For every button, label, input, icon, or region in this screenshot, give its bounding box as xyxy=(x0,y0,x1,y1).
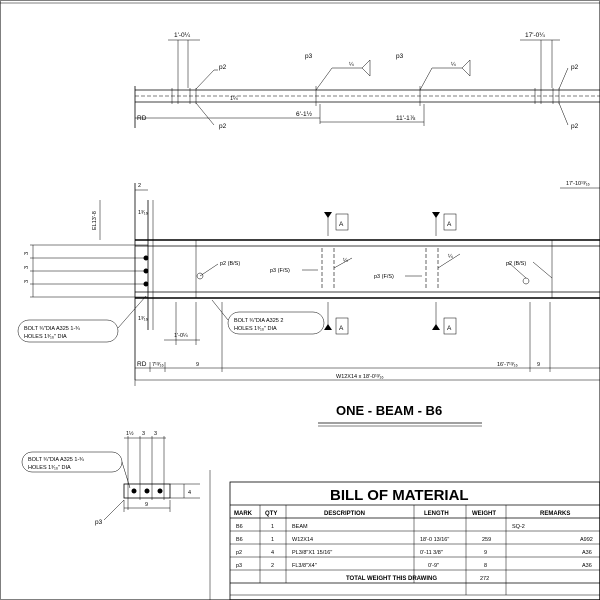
table-row: B6 1 BEAM SQ-2 xyxy=(236,524,525,530)
svg-text:A: A xyxy=(447,221,452,228)
svg-text:A36: A36 xyxy=(582,550,592,556)
svg-text:BEAM: BEAM xyxy=(292,524,308,530)
dim-1-0-4: 1'-0¼ xyxy=(174,333,188,339)
top-dim-vert: 1¼ xyxy=(230,96,238,102)
dim-7-13: 7¹³⁄₁₆ xyxy=(152,362,164,368)
svg-text:A: A xyxy=(447,325,452,332)
detail-dim-2: 3 xyxy=(142,431,145,437)
detail-bolt-line2: HOLES 1³⁄₁₆" DIA xyxy=(28,465,71,471)
detail-dim-1: 1½ xyxy=(126,430,134,437)
top-p3-a: p3 xyxy=(305,53,313,60)
svg-text:W12X14: W12X14 xyxy=(292,537,313,543)
svg-text:A992: A992 xyxy=(580,537,593,543)
plate-p3 xyxy=(123,483,171,499)
svg-text:1: 1 xyxy=(271,524,274,530)
left-dim-2: 3 xyxy=(24,266,30,269)
overall-length: W12X14 x 18'-0¹³⁄₁₆ xyxy=(336,374,384,380)
left-dim-3: 3 xyxy=(24,280,30,283)
svg-text:SQ-2: SQ-2 xyxy=(512,524,525,530)
bom-header-remarks: REMARKS xyxy=(540,511,570,517)
dim-1-3-16-top: 1³⁄₁₆ xyxy=(138,210,148,216)
table-row: B6 1 W12X14 18'-0 13/16" 259 A992 xyxy=(236,537,593,543)
elevation-mark: EL13'-8 xyxy=(92,211,98,230)
rd-label: RD xyxy=(137,361,147,368)
p3-fs-left: p3 (F/S) xyxy=(270,268,290,274)
top-weld-b: ¼ xyxy=(451,62,456,68)
top-dim-right: 17'-0¼ xyxy=(525,32,545,39)
top-rd: RD xyxy=(137,115,147,122)
bolt-callout-left: BOLT ¾"DIA A325 1-¾ HOLES 1³⁄₁₆" DIA xyxy=(17,295,147,343)
top-p2-bottom-right: p2 xyxy=(571,123,579,130)
p2-bs-right: p2 (B/S) xyxy=(506,261,526,267)
svg-text:1: 1 xyxy=(271,537,274,543)
svg-text:A: A xyxy=(339,325,344,332)
bom-total-label: TOTAL WEIGHT THIS DRAWING xyxy=(346,576,437,582)
drawing-title: ONE - BEAM - B6 xyxy=(336,403,442,418)
dim-16-7: 16'-7¹³⁄₁₆ xyxy=(497,362,518,368)
svg-text:PL3/8"X1 15/16": PL3/8"X1 15/16" xyxy=(292,550,332,556)
top-p2-top-right: p2 xyxy=(571,64,579,71)
svg-text:p2: p2 xyxy=(236,550,242,556)
svg-text:4: 4 xyxy=(271,550,274,556)
detail-p3: p3 xyxy=(95,519,103,526)
section-marker-a: A xyxy=(432,302,457,335)
p2-bs-left: p2 (B/S) xyxy=(220,261,240,267)
bolt-callout-mid: BOLT ¾"DIA A325 2 HOLES 1³⁄₁₆" DIA xyxy=(211,299,325,335)
dim-top-right: 17'-10¹³⁄₁₆ xyxy=(566,181,590,187)
svg-text:0'-9": 0'-9" xyxy=(428,563,439,569)
section-marker-a: A xyxy=(324,212,349,236)
bom-header-qty: QTY xyxy=(265,511,277,517)
svg-text:BOLT ¾"DIA A325 2: BOLT ¾"DIA A325 2 xyxy=(234,318,283,324)
svg-text:p3: p3 xyxy=(236,563,242,569)
svg-text:BOLT ¾"DIA A325 1-¾: BOLT ¾"DIA A325 1-¾ xyxy=(24,326,80,332)
bom-header-length: LENGTH xyxy=(424,511,449,517)
top-p2-bottom-left: p2 xyxy=(219,123,227,130)
svg-text:2: 2 xyxy=(271,563,274,569)
svg-text:A36: A36 xyxy=(582,563,592,569)
table-row: p2 4 PL3/8"X1 15/16" 0'-11 3/8" 9 A36 xyxy=(236,550,592,556)
section-marker-a: A xyxy=(432,212,457,236)
bom-title: BILL OF MATERIAL xyxy=(330,487,469,504)
svg-text:259: 259 xyxy=(482,537,491,543)
svg-text:HOLES 1³⁄₁₆" DIA: HOLES 1³⁄₁₆" DIA xyxy=(234,326,277,332)
elevation-view: 3 3 3 2 EL13'-8 1³⁄₁₆ 1³⁄₁₆ 17'-10¹³⁄₁₆ … xyxy=(17,181,600,386)
bom-header-weight: WEIGHT xyxy=(472,511,496,517)
weld-right: ¼ xyxy=(448,254,453,260)
detail-bolt-line1: BOLT ¾"DIA A325 1-¾ xyxy=(28,457,84,463)
bom-header-description: DESCRIPTION xyxy=(324,511,365,517)
bom-total-value: 272 xyxy=(480,576,489,582)
detail-dim-bottom: 9 xyxy=(145,502,148,508)
top-weld-a: ¼ xyxy=(349,62,354,68)
svg-text:A: A xyxy=(339,221,344,228)
svg-text:B6: B6 xyxy=(236,537,243,543)
dim-9-left: 9 xyxy=(196,362,199,368)
table-row: p3 2 FL3/8"X4" 0'-9" 8 A36 xyxy=(236,563,592,569)
section-marker-a: A xyxy=(324,302,349,335)
svg-text:8: 8 xyxy=(484,563,487,569)
svg-text:9: 9 xyxy=(484,550,487,556)
weld-left: ¼ xyxy=(343,258,348,264)
svg-text:B6: B6 xyxy=(236,524,243,530)
svg-text:0'-11 3/8": 0'-11 3/8" xyxy=(420,550,443,556)
top-view: 1'-0¼ 17'-0¼ p2 p2 p2 p2 p3 ¼ p3 ¼ 6'-1½… xyxy=(134,32,600,130)
section-detail: 1½ 3 3 4 9 p3 BOLT ¾"DIA A325 1-¾ HOLES … xyxy=(21,430,200,526)
top-dim-mid-b: 11'-1⅞ xyxy=(396,115,416,122)
bill-of-material: BILL OF MATERIAL MARK QTY DESCRIPTION LE… xyxy=(229,481,600,600)
top-dim-mid-a: 6'-1½ xyxy=(296,110,313,118)
dim-9-right: 9 xyxy=(537,362,540,368)
p3-fs-right: p3 (F/S) xyxy=(374,274,394,280)
top-p3-b: p3 xyxy=(396,53,404,60)
left-dim-1: 3 xyxy=(24,252,30,255)
detail-dim-3: 3 xyxy=(154,431,157,437)
svg-text:FL3/8"X4": FL3/8"X4" xyxy=(292,563,317,569)
svg-text:18'-0 13/16": 18'-0 13/16" xyxy=(420,537,449,543)
top-p2-top-left: p2 xyxy=(219,64,227,71)
dim-1-3-16-bot: 1³⁄₁₆ xyxy=(138,316,148,322)
bom-header-mark: MARK xyxy=(234,511,253,517)
top-dim-left: 1'-0¼ xyxy=(174,32,191,39)
svg-text:HOLES 1³⁄₁₆" DIA: HOLES 1³⁄₁₆" DIA xyxy=(24,334,67,340)
dim-top-small: 2 xyxy=(138,183,141,189)
detail-dim-right: 4 xyxy=(188,490,191,496)
